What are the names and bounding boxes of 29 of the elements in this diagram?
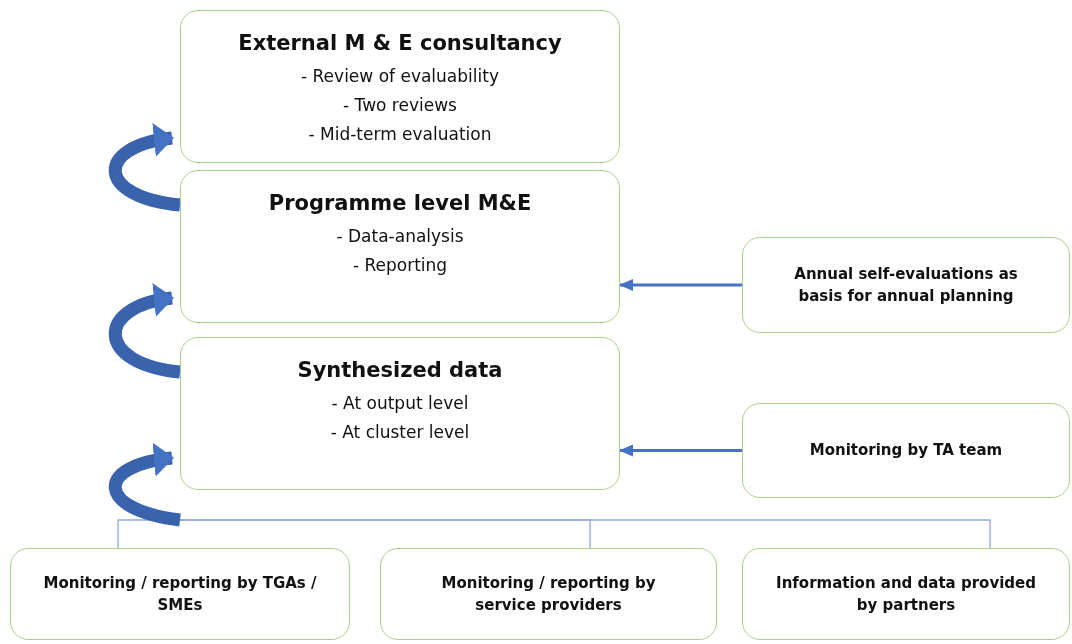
list-item: - Two reviews <box>343 94 457 118</box>
list-item: - Reporting <box>352 254 448 278</box>
process-box <box>742 237 1070 333</box>
box-heading: Annual self-evaluations as basis for annual planning <box>793 263 1019 307</box>
box-heading: Monitoring by TA team <box>809 440 1003 462</box>
process-box <box>180 337 620 490</box>
process-box <box>742 548 1070 640</box>
list-item: - Mid-term evaluation <box>308 123 492 147</box>
curved-arrow <box>109 443 182 527</box>
process-box <box>180 170 620 323</box>
box-heading: Monitoring / reporting by service providers <box>440 572 657 616</box>
list-item: - At cluster level <box>330 421 470 445</box>
process-box <box>380 548 717 640</box>
process-box <box>180 10 620 163</box>
process-box <box>742 403 1070 498</box>
box-heading: Information and data provided by partners <box>775 572 1037 616</box>
box-heading: External M & E consultancy <box>238 30 562 57</box>
list-item: - At output level <box>331 392 469 416</box>
box-heading: Synthesized data <box>297 357 503 384</box>
curved-arrow <box>108 124 181 212</box>
list-item: - Review of evaluability <box>301 65 499 89</box>
list-item: - Data-analysis <box>336 225 464 249</box>
process-box <box>10 548 350 640</box>
arrow <box>619 444 742 457</box>
connector-line <box>179 519 991 549</box>
box-heading: Programme level M&E <box>268 190 532 217</box>
arrow <box>619 279 742 291</box>
box-heading: Monitoring / reporting by TGAs / SMEs <box>42 572 318 616</box>
curved-arrow <box>108 284 181 379</box>
